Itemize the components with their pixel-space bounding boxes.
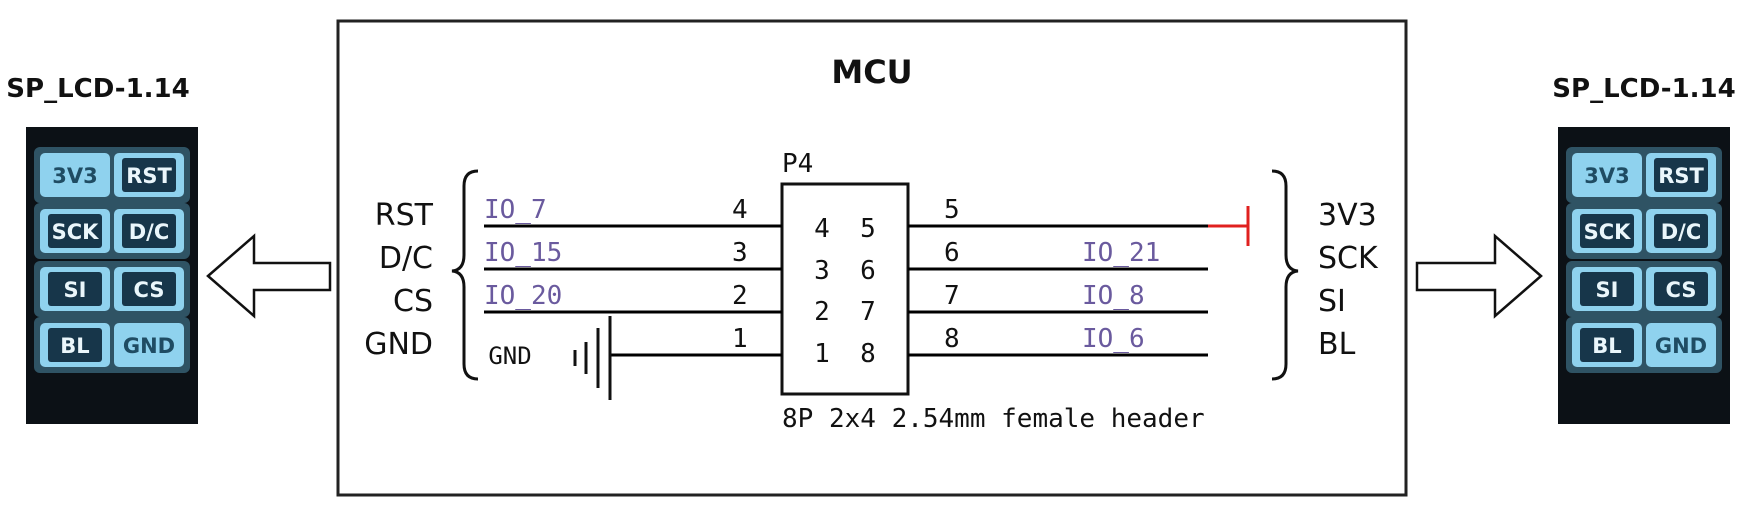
- left-pin-number-2: 2: [732, 281, 748, 311]
- right_module-pad-label-4: SI: [1596, 278, 1619, 302]
- body-right-number-3: 8: [860, 339, 876, 369]
- power-3v3-symbol: [1208, 206, 1250, 246]
- mcu-title: MCU: [831, 53, 912, 91]
- left_module-pad-label-4: SI: [64, 278, 87, 302]
- left_module-pad-label-0: 3V3: [52, 164, 97, 188]
- right_module-pad-label-bg-6: [1580, 328, 1634, 362]
- left_module-pad-label-bg-4: [48, 272, 102, 306]
- right-brace: [1271, 169, 1299, 381]
- right_module-pad-label-6: BL: [1592, 334, 1621, 358]
- right_module-pad-0: [1572, 153, 1642, 197]
- right-lcd-module: SP_LCD-1.14 3V3 RST SCK D/C SI CS BL GND: [1552, 74, 1736, 424]
- left-lcd-module: SP_LCD-1.14 3V3 RST SCK D/C SI CS BL GND: [6, 74, 198, 424]
- left-net-label-0: IO_7: [484, 195, 547, 225]
- body-left-number-2: 2: [814, 297, 830, 327]
- connector-body-numbers: 4 3 2 1 5 6 7 8: [814, 214, 876, 369]
- left_module-pad-label-2: SCK: [52, 220, 100, 244]
- left-brace: [451, 169, 479, 381]
- left_module-pad-label-6: BL: [60, 334, 89, 358]
- left-module-title: SP_LCD-1.14: [6, 74, 189, 104]
- right_module-pad-label-1: RST: [1658, 164, 1704, 188]
- left-signal-1: D/C: [379, 241, 433, 276]
- right_module-pad-label-5: CS: [1666, 278, 1697, 302]
- right-arrow-icon: [1415, 233, 1543, 319]
- right-pin-number-0: 5: [944, 195, 960, 225]
- right-net-label-1: IO_21: [1082, 238, 1160, 268]
- body-left-number-3: 1: [814, 339, 830, 369]
- left-signal-labels: RST D/C CS GND: [364, 198, 433, 362]
- left_module-pad-label-1: RST: [126, 164, 172, 188]
- gnd-symbol: [573, 316, 612, 400]
- body-right-number-0: 5: [860, 214, 876, 244]
- body-left-number-1: 3: [814, 256, 830, 286]
- left_module-pad-label-7: GND: [123, 334, 175, 358]
- left-net-label-1: IO_15: [484, 238, 562, 268]
- connector-description: 8P 2x4 2.54mm female header: [782, 404, 1205, 434]
- right_module-pad-7: [1646, 323, 1716, 367]
- left_module-pad-label-bg-5: [122, 272, 176, 306]
- gnd-net-label: GND: [488, 342, 531, 370]
- left_module-pad-label-bg-1: [122, 158, 176, 192]
- left_module-pad-label-bg-6: [48, 328, 102, 362]
- left_module-pad-label-5: CS: [134, 278, 165, 302]
- left-pin-number-0: 4: [732, 195, 748, 225]
- left-signal-0: RST: [375, 198, 434, 233]
- right-signal-3: BL: [1318, 327, 1356, 362]
- right_module-pad-label-3: D/C: [1661, 220, 1702, 244]
- right-pin-wires: 5 6 IO_21 7 IO_8 8 IO_6: [908, 195, 1208, 357]
- right_module-pad-label-2: SCK: [1584, 220, 1632, 244]
- left_module-pad-7: [114, 323, 184, 367]
- right_module-pad-label-0: 3V3: [1584, 164, 1629, 188]
- left_module-pad-label-bg-3: [122, 214, 176, 248]
- right-net-label-2: IO_8: [1082, 281, 1145, 311]
- left_module-pad-label-3: D/C: [129, 220, 170, 244]
- left-pin-number-3: 1: [732, 324, 748, 354]
- right-pin-number-2: 7: [944, 281, 960, 311]
- connector-ref: P4: [782, 149, 813, 179]
- left-pin-number-1: 3: [732, 238, 748, 268]
- left-net-label-2: IO_20: [484, 281, 562, 311]
- left-module-pads: 3V3 RST SCK D/C SI CS BL GND: [34, 147, 190, 373]
- right-signal-2: SI: [1318, 284, 1346, 319]
- left-signal-3: GND: [364, 327, 433, 362]
- right-pin-number-1: 6: [944, 238, 960, 268]
- mcu-frame: [336, 19, 1408, 497]
- right-pin-number-3: 8: [944, 324, 960, 354]
- right_module-pad-label-7: GND: [1655, 334, 1707, 358]
- right_module-pad-label-bg-4: [1580, 272, 1634, 306]
- right_module-pad-label-bg-2: [1580, 214, 1634, 248]
- right-module-pads: 3V3 RST SCK D/C SI CS BL GND: [1566, 147, 1722, 373]
- right-signal-0: 3V3: [1318, 198, 1377, 233]
- right-net-label-3: IO_6: [1082, 324, 1145, 354]
- right-signal-1: SCK: [1318, 241, 1379, 276]
- right_module-pad-label-bg-5: [1654, 272, 1708, 306]
- right_module-pad-label-bg-3: [1654, 214, 1708, 248]
- left_module-pad-0: [40, 153, 110, 197]
- left-arrow-icon: [206, 233, 332, 319]
- right_module-pad-label-bg-1: [1654, 158, 1708, 192]
- body-right-number-2: 7: [860, 297, 876, 327]
- right-module-title: SP_LCD-1.14: [1552, 74, 1735, 104]
- left_module-pad-label-bg-2: [48, 214, 102, 248]
- body-left-number-0: 4: [814, 214, 830, 244]
- body-right-number-1: 6: [860, 256, 876, 286]
- left-signal-2: CS: [393, 284, 433, 319]
- connector-body: [780, 182, 910, 396]
